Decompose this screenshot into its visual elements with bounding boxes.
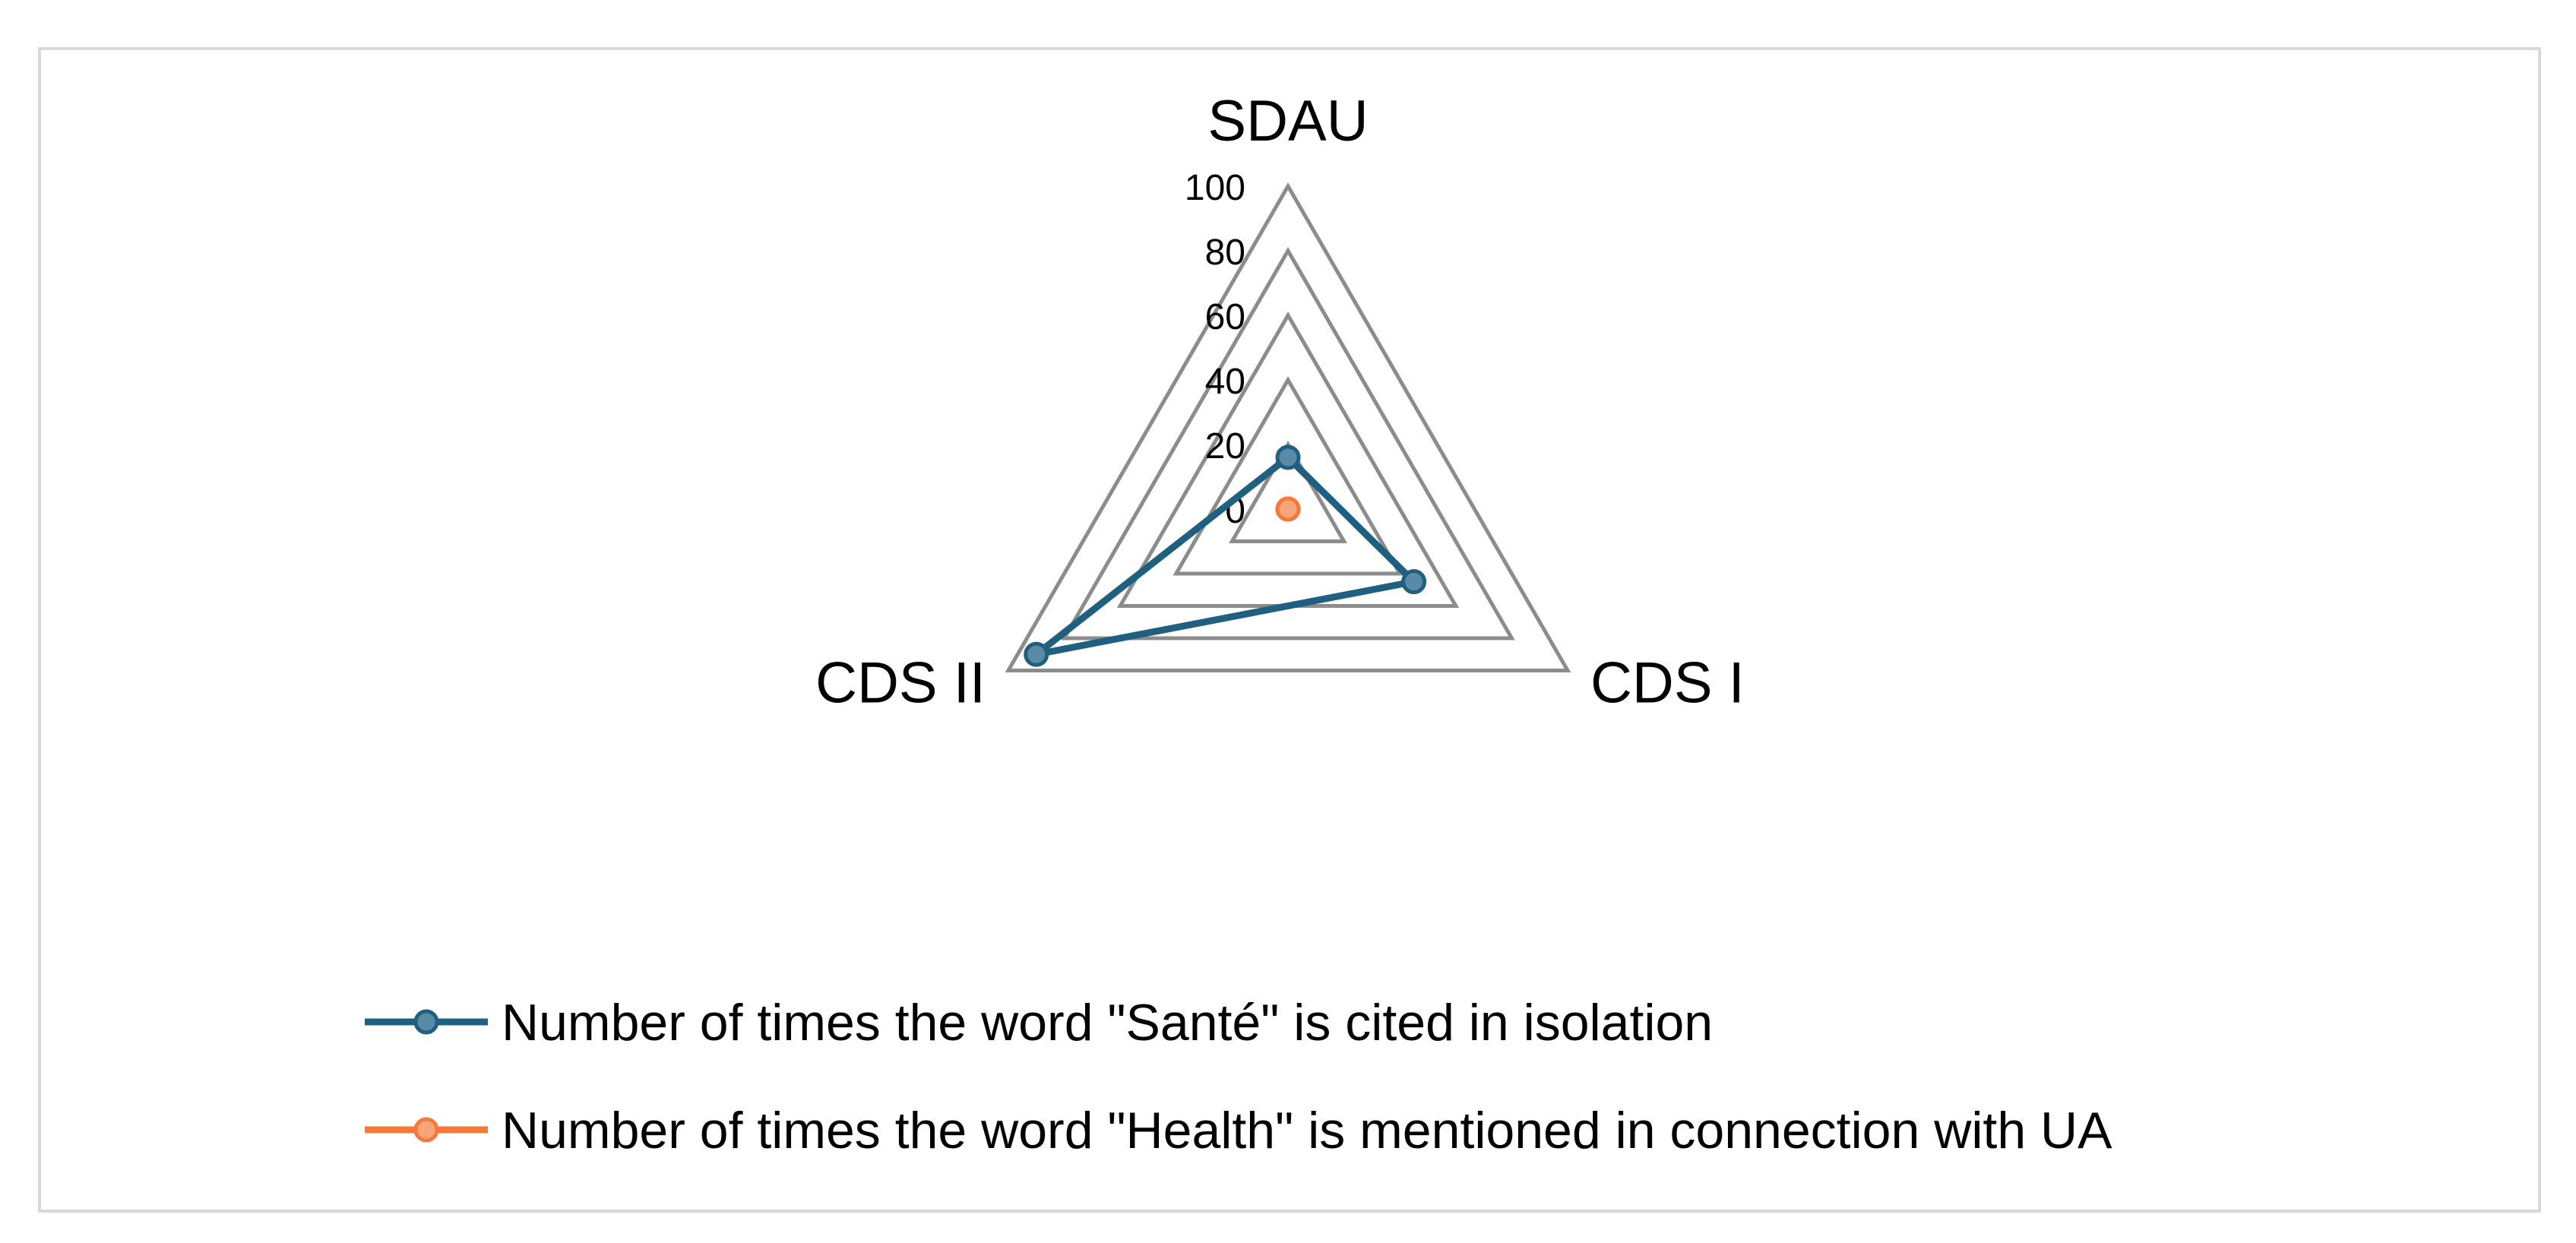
series-line <box>1033 454 1418 658</box>
axis-tick-label: 40 <box>1205 362 1245 402</box>
data-point <box>1024 641 1049 667</box>
axis-tick-label: 20 <box>1205 426 1245 467</box>
grid-ring <box>1229 441 1347 543</box>
data-point <box>1401 569 1427 595</box>
category-label: CDS I <box>1590 651 1745 716</box>
legend: Number of times the word "Santé" is cite… <box>365 994 2112 1159</box>
grid-ring <box>1172 376 1404 576</box>
series-2 <box>1275 496 1301 522</box>
legend-item: Number of times the word "Santé" is cite… <box>365 994 1713 1052</box>
data-point <box>1275 496 1301 522</box>
grid-ring <box>1005 182 1571 672</box>
legend-label: Number of times the word "Santé" is cite… <box>502 994 1713 1052</box>
axis-tick-label: 80 <box>1205 232 1245 273</box>
category-label: SDAU <box>1207 89 1368 153</box>
category-labels: SDAU CDS I CDS II <box>815 89 1745 716</box>
series-layer <box>1024 444 1427 667</box>
legend-marker <box>413 1117 439 1143</box>
axis-tick-label: 60 <box>1205 297 1245 337</box>
legend-marker <box>413 1009 439 1035</box>
category-label: CDS II <box>815 651 986 716</box>
chart-frame <box>38 47 2541 1213</box>
grid-ring <box>1061 246 1515 640</box>
legend-label: Number of times the word "Health" is men… <box>502 1102 2112 1159</box>
series-1 <box>1024 444 1427 667</box>
radar-grid <box>1005 182 1571 672</box>
legend-item: Number of times the word "Health" is men… <box>365 1102 2112 1159</box>
data-point <box>1275 444 1301 470</box>
axis-tick-label: 100 <box>1185 168 1245 208</box>
